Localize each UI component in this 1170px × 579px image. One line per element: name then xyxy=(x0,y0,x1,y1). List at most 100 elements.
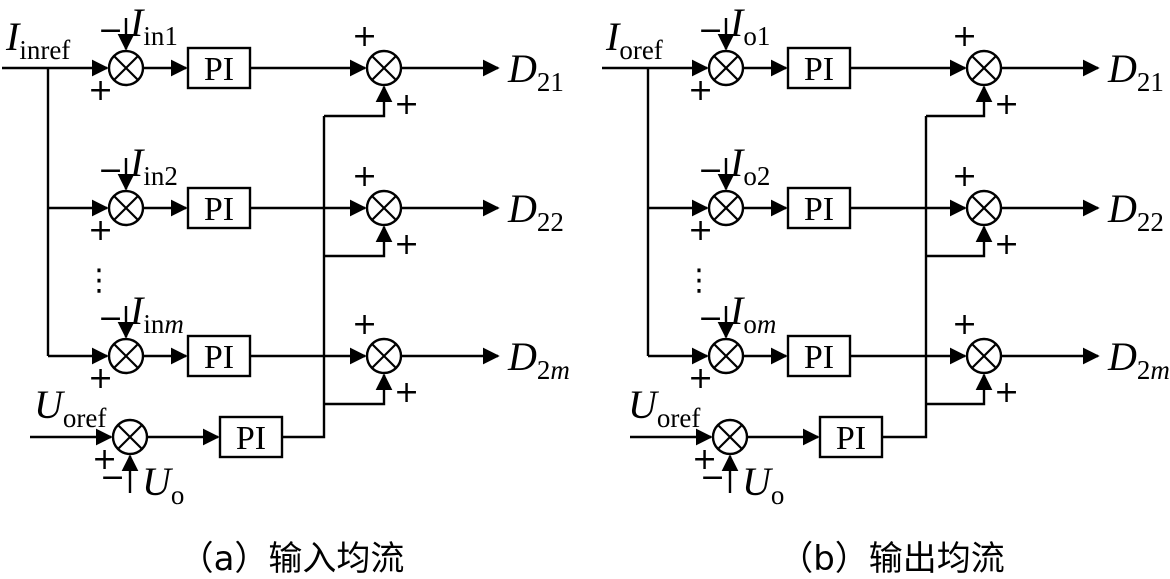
summing-cross xyxy=(717,424,743,450)
duty-output-label-symbol: D xyxy=(1107,46,1137,91)
pi-controller: PI xyxy=(786,46,852,90)
voltage-reference-label-subscript: oref xyxy=(63,403,106,433)
minus-sign: − xyxy=(698,153,723,188)
plus-sign: + xyxy=(92,442,117,477)
feedback-current-label: Iin1 xyxy=(129,0,178,51)
feedback-current-label-subscript-index: m xyxy=(164,309,184,339)
current-error-summer xyxy=(707,337,745,375)
feedback-current-label-symbol: I xyxy=(729,140,745,185)
minus-sign: − xyxy=(100,460,125,495)
summing-cross xyxy=(113,55,139,81)
plus-sign: + xyxy=(394,375,419,410)
pi-controller: PI xyxy=(186,334,252,378)
minus-sign: − xyxy=(698,13,723,48)
plus-sign: + xyxy=(88,73,113,108)
panel-caption: （b）输出均流 xyxy=(779,539,1005,579)
voltage-feedforward-line xyxy=(926,225,993,258)
duty-output-label-symbol: D xyxy=(507,186,537,231)
plus-sign: + xyxy=(952,307,977,342)
duty-output-label-subscript: 2 xyxy=(537,355,551,385)
pi-controller: PI xyxy=(186,186,252,230)
feedback-current-label: Iinm xyxy=(129,288,184,339)
duty-summer xyxy=(965,189,1003,227)
feedback-current-label: Io2 xyxy=(729,140,770,191)
voltage-feedforward-line xyxy=(324,373,393,406)
feedback-current-label-symbol: I xyxy=(129,288,145,333)
summing-cross xyxy=(713,55,739,81)
plus-sign: + xyxy=(994,227,1019,262)
feedback-current-label: Io1 xyxy=(729,0,770,51)
current-error-summer xyxy=(707,189,745,227)
duty-output-label-subscript: 2 xyxy=(1137,355,1151,385)
pi-box xyxy=(786,46,852,90)
pi-box xyxy=(786,186,852,230)
plus-sign: + xyxy=(952,159,977,194)
voltage-reference-label-subscript: oref xyxy=(657,403,700,433)
pi-label: PI xyxy=(204,339,234,376)
duty-summer xyxy=(965,337,1003,375)
summing-cross xyxy=(113,195,139,221)
duty-output-label-subscript: 22 xyxy=(537,207,564,237)
summing-cross xyxy=(713,195,739,221)
plus-sign: + xyxy=(88,361,113,396)
feedback-current-label-subscript: o2 xyxy=(743,161,770,191)
summing-cross xyxy=(971,195,997,221)
plus-sign: + xyxy=(688,361,713,396)
pi-label: PI xyxy=(204,191,234,228)
panel-caption: （a）输入均流 xyxy=(180,539,405,579)
voltage-feedback-label-subscript: o xyxy=(171,480,185,510)
voltage-feedback-label: Uo xyxy=(142,459,184,510)
voltage-output-bus xyxy=(882,116,928,439)
duty-output-label-subscript: 22 xyxy=(1137,207,1164,237)
branch-2: Iin2−+PI++D22 xyxy=(48,140,564,262)
summing-cross xyxy=(113,343,139,369)
pi-label: PI xyxy=(836,420,866,457)
plus-sign: + xyxy=(994,375,1019,410)
plus-sign: + xyxy=(688,73,713,108)
duty-output-label-subscript-index: m xyxy=(1150,355,1170,385)
pi-label: PI xyxy=(236,420,266,457)
panel-a-input-current-sharing: IinrefIin1−+PI++D21Iin2−+PI++D22Iinm−+PI… xyxy=(2,0,570,579)
feedback-current-label-subscript: in1 xyxy=(143,21,178,51)
current-error-summer xyxy=(107,49,145,87)
branch-2: Io2−+PI++D22 xyxy=(648,140,1164,262)
reference-current-label-subscript: inref xyxy=(19,35,70,65)
duty-output-label-subscript: 21 xyxy=(1137,67,1164,97)
minus-sign: − xyxy=(98,13,123,48)
duty-output-label: D21 xyxy=(507,46,564,97)
minus-sign: − xyxy=(98,301,123,336)
pi-label: PI xyxy=(804,51,834,88)
duty-output-label: D21 xyxy=(1107,46,1164,97)
duty-output-label-symbol: D xyxy=(507,46,537,91)
feedback-current-label-symbol: I xyxy=(729,288,745,333)
feedback-current-label-subscript: o xyxy=(743,309,757,339)
minus-sign: − xyxy=(98,153,123,188)
plus-sign: + xyxy=(688,213,713,248)
current-error-summer xyxy=(107,337,145,375)
plus-sign: + xyxy=(394,227,419,262)
duty-summer xyxy=(965,49,1003,87)
panel-b-output-current-sharing: IorefIo1−+PI++D21Io2−+PI++D22Iom−+PI++D2… xyxy=(602,0,1170,579)
plus-sign: + xyxy=(352,159,377,194)
duty-summer xyxy=(365,337,403,375)
plus-sign: + xyxy=(352,19,377,54)
reference-current-label: Iinref xyxy=(5,14,70,65)
plus-sign: + xyxy=(88,213,113,248)
voltage-feedforward-line xyxy=(324,225,393,258)
pi-label: PI xyxy=(204,51,234,88)
plus-sign: + xyxy=(994,87,1019,122)
summing-cross xyxy=(117,424,143,450)
voltage-reference-label-symbol: U xyxy=(628,382,660,427)
voltage-loop: Uoref + − Uo PI xyxy=(628,116,928,510)
minus-sign: − xyxy=(698,301,723,336)
pi-box xyxy=(186,186,252,230)
summing-cross xyxy=(371,55,397,81)
pi-label: PI xyxy=(804,339,834,376)
feedback-current-label-symbol: I xyxy=(729,0,745,45)
voltage-feedback-label: Uo xyxy=(742,459,784,510)
voltage-output-bus xyxy=(282,116,326,439)
feedback-current-label-symbol: I xyxy=(129,140,145,185)
pi-box xyxy=(186,46,252,90)
pi-label: PI xyxy=(804,191,834,228)
branch-1: Io1−+PI++D21 xyxy=(688,0,1164,122)
